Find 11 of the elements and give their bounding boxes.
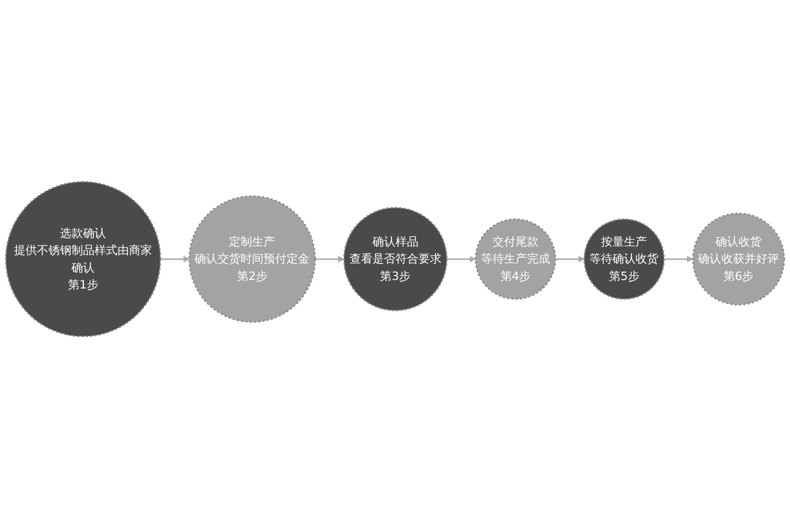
node-circle: 确认收货 确认收获并好评 第6步	[692, 213, 785, 306]
arrow	[315, 256, 344, 263]
arrow	[160, 256, 190, 263]
arrow	[664, 256, 694, 263]
node-circle: 按量生产 等待确认收货 第5步	[584, 218, 665, 300]
node-circle: 交付尾款 等待生产完成 第4步	[474, 218, 556, 300]
node-circle: 定制生产 确认交货时间预付定金 第2步	[188, 196, 316, 324]
node-circle: 选款确认 提供不锈钢制品样式由商家确认 第1步	[5, 181, 162, 338]
node-circle: 确认样品 查看是否符合要求 第3步	[343, 207, 448, 312]
arrow	[555, 256, 584, 263]
arrow	[446, 256, 476, 263]
